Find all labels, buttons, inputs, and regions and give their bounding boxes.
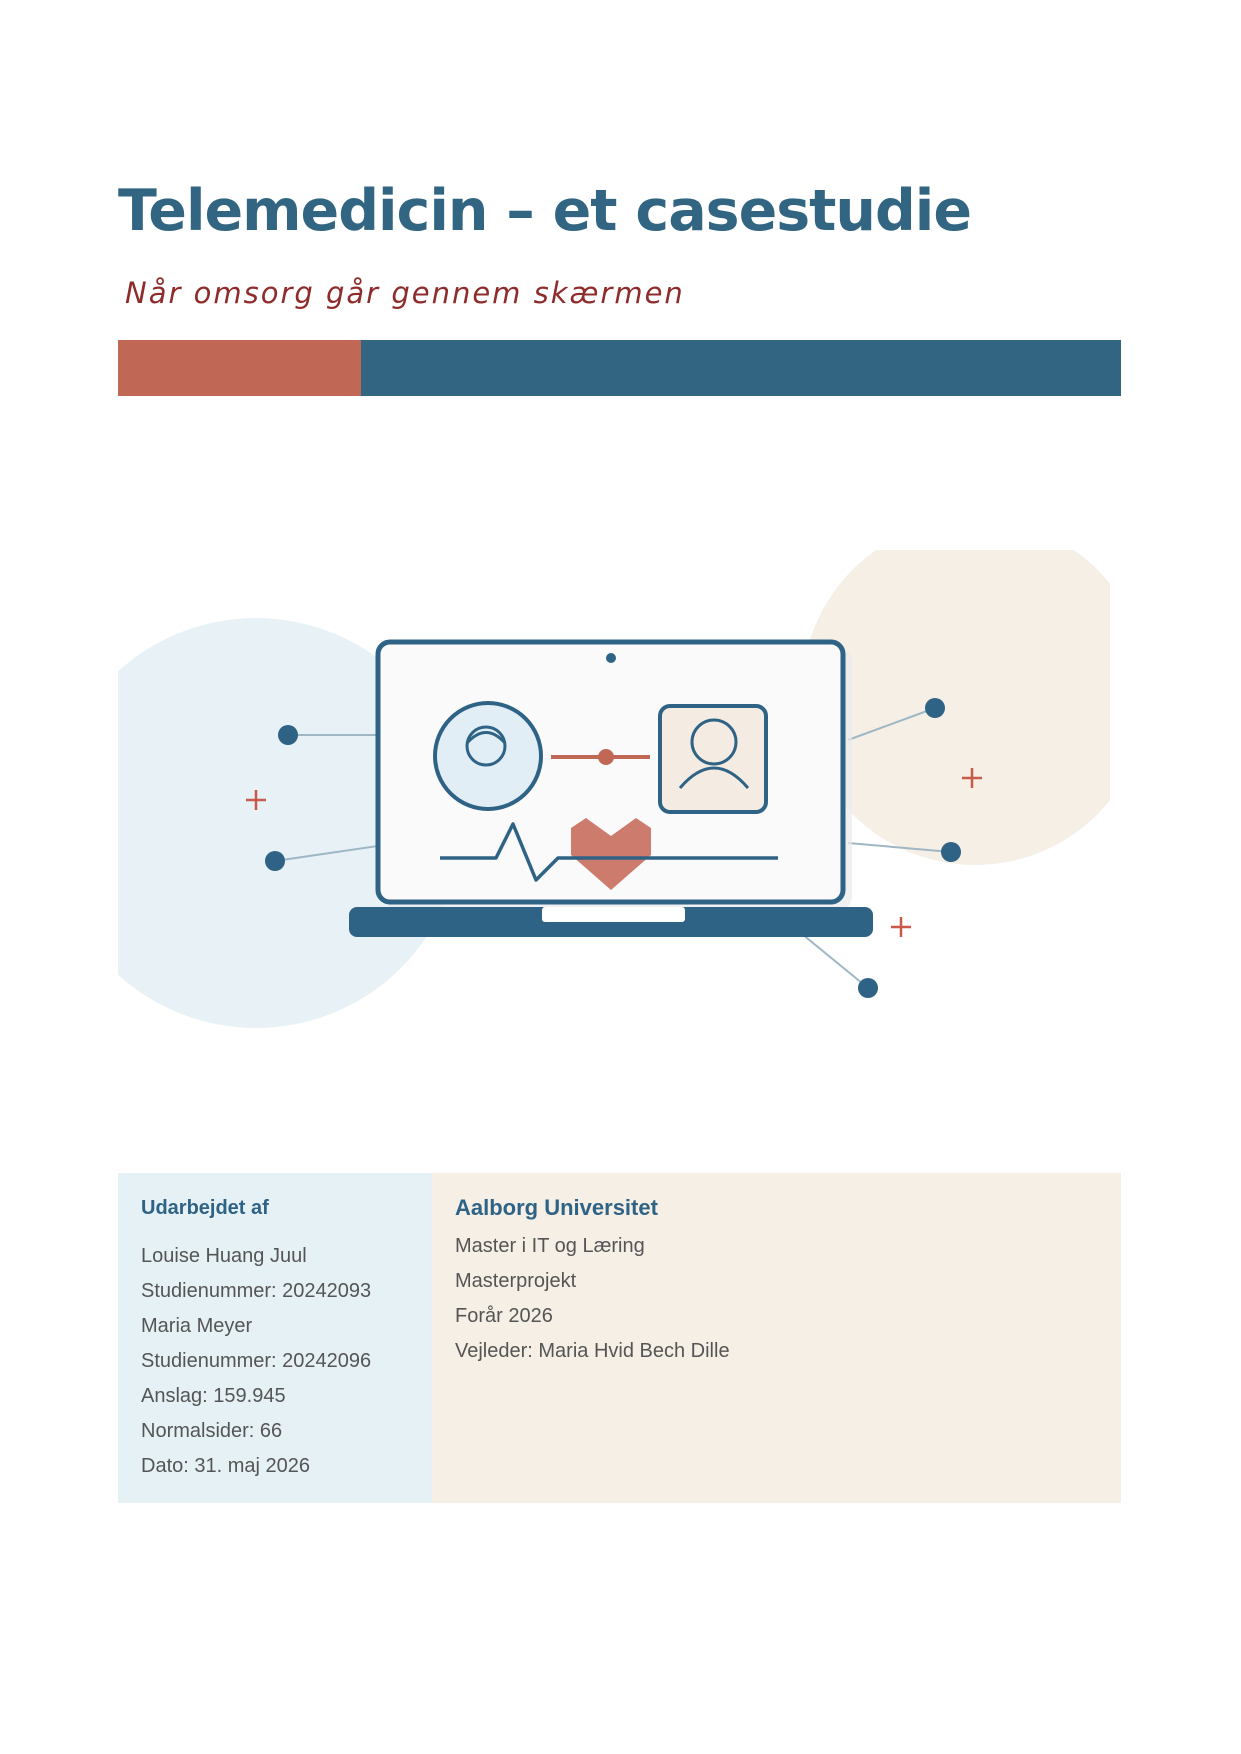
university-panel: Aalborg Universitet Master i IT og Lærin… [432, 1173, 1121, 1503]
patient-avatar-icon [433, 701, 543, 811]
laptop-icon [349, 639, 873, 937]
document-title: Telemedicin – et casestudie [118, 178, 972, 244]
character-count: Anslag: 159.945 [141, 1385, 286, 1407]
camera-icon [606, 653, 616, 663]
document-subtitle: Når omsorg går gennem skærmen [125, 276, 685, 310]
author-name-1: Louise Huang Juul [141, 1245, 307, 1267]
authors-panel: Udarbejdet af Louise Huang Juul Studienu… [118, 1173, 432, 1503]
call-link [551, 749, 650, 765]
plus-icon [246, 768, 982, 937]
university-heading: Aalborg Universitet [455, 1195, 658, 1220]
program-name: Master i IT og Læring [455, 1235, 645, 1257]
submission-date: Dato: 31. maj 2026 [141, 1455, 310, 1477]
author-student-number-1: Studienummer: 20242093 [141, 1280, 372, 1302]
color-band [118, 340, 1121, 396]
author-student-number-2: Studienummer: 20242096 [141, 1350, 372, 1372]
author-name-2: Maria Meyer [141, 1315, 253, 1337]
heart-icon [571, 818, 651, 890]
supervisor: Vejleder: Maria Hvid Bech Dille [455, 1340, 730, 1362]
project-type: Masterprojekt [455, 1270, 577, 1292]
doctor-avatar-icon [658, 704, 768, 814]
semester: Forår 2026 [455, 1305, 553, 1327]
connector-dots [265, 698, 961, 998]
telemedicine-illustration [118, 550, 1110, 1030]
background-circle-right [802, 550, 1110, 865]
color-band-accent [118, 340, 361, 396]
color-band-main [361, 340, 1121, 396]
heartbeat-icon [440, 822, 778, 882]
standard-pages: Normalsider: 66 [141, 1420, 283, 1442]
info-section: Udarbejdet af Louise Huang Juul Studienu… [118, 1173, 1121, 1503]
authors-heading: Udarbejdet af [141, 1197, 269, 1219]
